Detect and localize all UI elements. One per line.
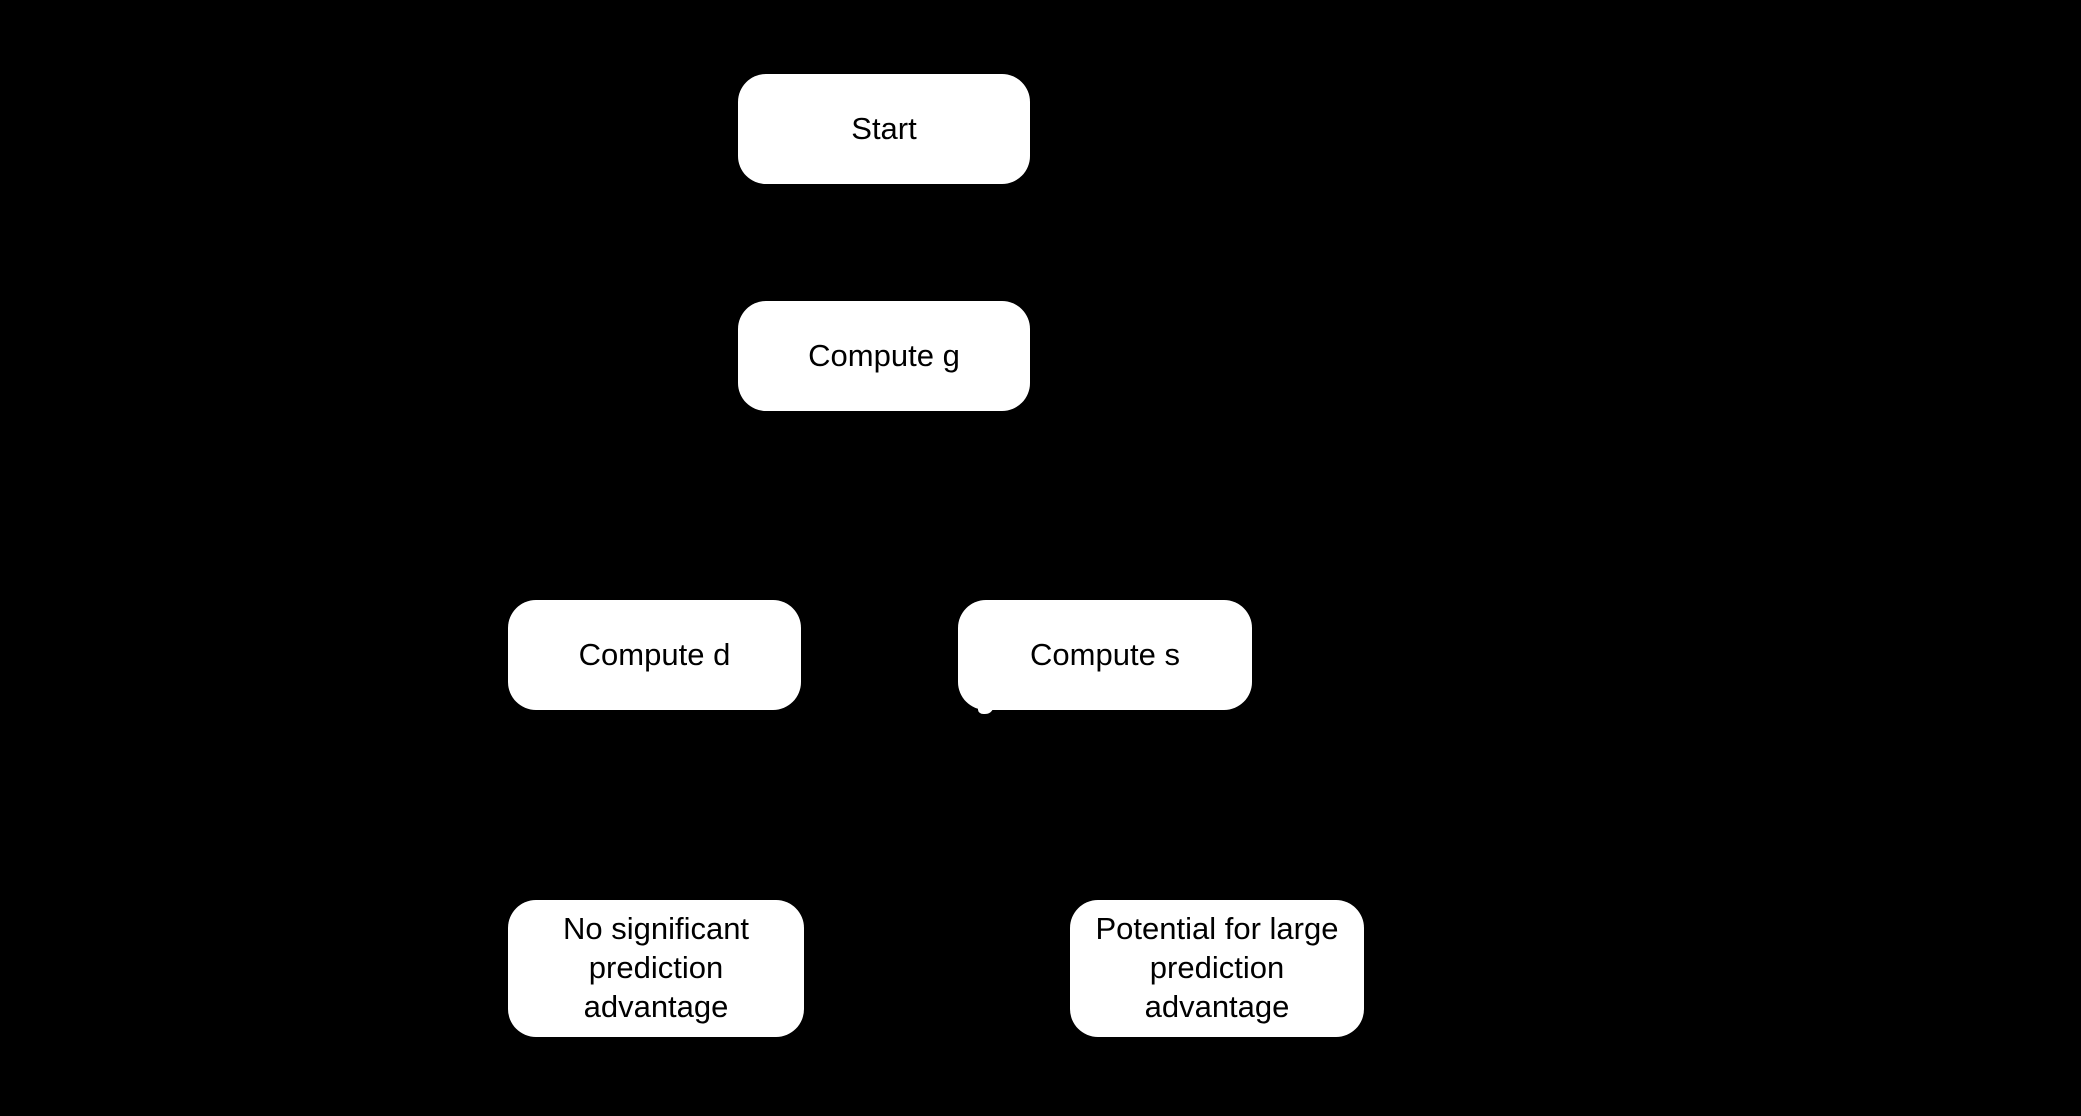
flow-node-compute-g: Compute g: [738, 301, 1030, 411]
node-label: Potential for large prediction advantage: [1095, 911, 1339, 1024]
node-label: Start: [851, 110, 917, 146]
node-label: Compute d: [578, 636, 731, 672]
flow-node-potential-large-advantage: Potential for large prediction advantage: [1070, 900, 1364, 1037]
node-label: Compute g: [808, 337, 960, 373]
flow-node-start: Start: [738, 74, 1030, 184]
node-label: Compute s: [1030, 636, 1180, 672]
flow-node-no-significant-advantage: No significant prediction advantage: [508, 900, 804, 1037]
flow-node-compute-s: Compute s: [958, 600, 1252, 710]
flow-node-compute-d: Compute d: [508, 600, 801, 710]
node-label: No significant prediction advantage: [562, 911, 750, 1024]
